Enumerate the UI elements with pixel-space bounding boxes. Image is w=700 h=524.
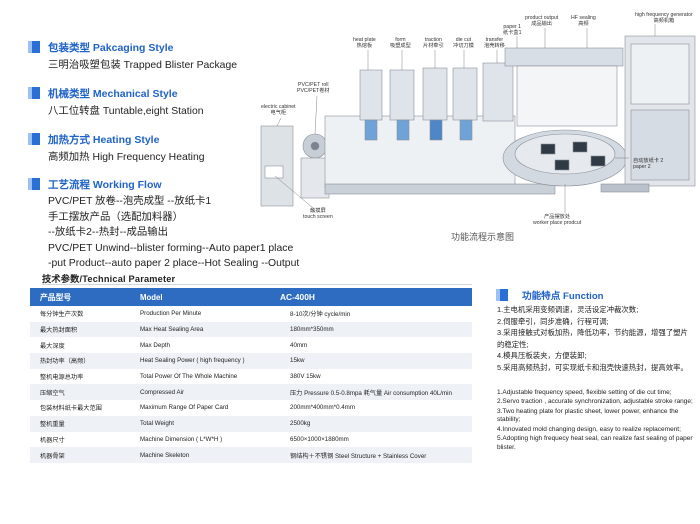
function-item-cn: 4.模具压板装夹，方便装卸;: [497, 351, 587, 361]
label-die-cut: die cut 冲切刀模: [453, 37, 474, 49]
section-line: PVC/PET 放卷--泡壳成型 --放纸卡1: [48, 196, 212, 207]
table-row: 包装材料纸卡最大范围 Maximum Range Of Paper Card 2…: [30, 400, 472, 416]
param-value: 6500×1000×1880mm: [290, 435, 349, 443]
section-line: --放纸卡2--热封--成品输出: [48, 227, 169, 238]
table-row: 压缩空气 Compressed Air 压力 Pressure 0.5-0.8m…: [30, 384, 472, 401]
label-transfer: transfer 泡壳转移: [484, 37, 505, 49]
param-en: Machine Skeleton: [130, 447, 280, 463]
function-item-cn: 5.采用高频热封，可实现纸卡和泡壳快速热封，提高效率。: [497, 362, 688, 372]
table-row: 每分钟生产次数 Production Per Minute 8-10次/分钟 c…: [30, 306, 472, 322]
function-list-cn: 1.主电机采用变频调速，灵活设定冲裁次数; 2.伺服牵引，同步准确，行程可调; …: [497, 304, 693, 374]
section-title: 工艺流程 Working Flow: [48, 178, 162, 191]
section-line: 八工位转盘 Tuntable,eight Station: [48, 106, 204, 117]
param-value: 380V 15kw: [290, 373, 321, 381]
header-cell: 产品型号: [30, 288, 130, 306]
param-value: 200mm*400mm*0.4mm: [290, 404, 355, 412]
label-form: form 吸塑成型: [390, 37, 411, 49]
param-en: Production Per Minute: [140, 310, 202, 318]
function-item-cn: 2.伺服牵引，同步准确，行程可调;: [497, 316, 609, 326]
param-en: Machine Dimension ( L*W*H ): [140, 435, 223, 443]
section-bar-icon: [28, 87, 40, 99]
section-title: 包装类型 Pakcaging Style: [48, 41, 174, 54]
param-en: Total Weight: [130, 415, 280, 432]
label-worker-place: 产品摆放处 worker place prodcut: [533, 214, 582, 226]
function-item-en: 5.Adopting high frequecy heat seal, can …: [497, 434, 693, 451]
parameter-table: 产品型号 Model AC-400H 每分钟生产次数 Production Pe…: [30, 288, 472, 463]
function-item-en: 1.Adjustable frequency speed, flexible s…: [497, 389, 672, 396]
param-cn: 最大深度: [40, 342, 65, 350]
label-electric-cabinet: electric cabinet 电气柜: [261, 104, 296, 116]
param-value: 钢结构＋不锈钢 Steel Structure + Stainless Cove…: [280, 447, 472, 463]
param-cn: 热封功率（高频）: [30, 353, 130, 369]
function-item-cn: 3.采用接触式对板加热，降低功率，节约能源，增强了塑片的稳定性;: [497, 328, 688, 349]
table-row: 机器骨架 Machine Skeleton 钢结构＋不锈钢 Steel Stru…: [30, 447, 472, 463]
section-bar-icon: [28, 133, 40, 145]
label-paper1: paper 1 纸卡盒1: [503, 24, 522, 36]
section-line: 高频加热 High Frequency Heating: [48, 152, 205, 163]
function-item-en: 4.Innovated mold changing design, easy t…: [497, 425, 681, 433]
packaging-section: 包装类型 Pakcaging Style 三明治吸塑包装 Trapped Bli…: [28, 40, 318, 74]
section-title: 加热方式 Heating Style: [48, 133, 160, 146]
param-cn: 机器尺寸: [40, 436, 65, 444]
table-row: 热封功率（高频） Heat Sealing Power ( high frequ…: [30, 353, 472, 369]
function-item-en: 3.Two heating plate for plastic sheet, l…: [497, 407, 679, 424]
param-value: 压力 Pressure 0.5-0.8mpa 耗气量 Air consumpti…: [280, 384, 472, 401]
param-value: 15kw: [280, 353, 472, 369]
workflow-section: 工艺流程 Working Flow PVC/PET 放卷--泡壳成型 --放纸卡…: [28, 177, 318, 272]
param-cn: 最大热封面积: [30, 321, 130, 338]
section-line: -put Product--auto paper 2 place--Hot Se…: [48, 258, 300, 269]
param-value: 180mm*350mm: [280, 321, 472, 338]
header-cell: Model: [130, 288, 280, 306]
param-cn: 机器骨架: [30, 447, 130, 463]
label-paper2: 自动放纸卡 2 paper 2: [633, 158, 664, 170]
label-pvc-roll: PVC/PET roll PVC/PET卷材: [297, 82, 330, 94]
label-heat-plate: heat plate 热熔板: [353, 37, 376, 49]
section-bar-icon: [496, 289, 508, 301]
diagram-caption: 功能流程示意图: [451, 232, 515, 242]
param-value: 40mm: [290, 341, 308, 349]
section-line: 手工摆放产品（选配加料器）: [48, 211, 184, 223]
table-row: 机器尺寸 Machine Dimension ( L*W*H ) 6500×10…: [30, 432, 472, 448]
param-en: Max Depth: [140, 341, 170, 349]
param-en: Maximum Range Of Paper Card: [140, 404, 229, 412]
machine-diagram: heat plate 热熔板 form 吸塑成型 traction 片材牵引 d…: [255, 8, 700, 230]
heating-section: 加热方式 Heating Style 高频加热 High Frequency H…: [28, 132, 318, 166]
header-cell: AC-400H: [280, 288, 472, 306]
function-list-en: 1.Adjustable frequency speed, flexible s…: [497, 389, 697, 453]
label-hf-generator: high frequency generator 高频机箱: [635, 12, 693, 24]
section-title: 机械类型 Mechanical Style: [48, 87, 178, 100]
function-item-en: 2.Servo traction , accurate synchronizat…: [497, 398, 693, 406]
param-en: Heat Sealing Power ( high frequency ): [130, 353, 280, 369]
table-header-row: 产品型号 Model AC-400H: [30, 288, 472, 306]
label-product-output: product output 成品输出: [525, 15, 559, 27]
label-touch-screen: 触摸屏 touch screen: [303, 208, 333, 220]
param-value: 2500kg: [280, 415, 472, 432]
function-header: 功能特点 Function: [496, 288, 604, 302]
param-en: Max Heat Sealing Area: [130, 321, 280, 338]
param-cn: 压缩空气: [30, 384, 130, 401]
param-value: 8-10次/分钟 cycle/min: [290, 311, 351, 319]
section-bar-icon: [28, 178, 40, 190]
function-title: 功能特点 Function: [522, 291, 604, 302]
function-item-cn: 1.主电机采用变频调速，灵活设定冲裁次数;: [497, 305, 639, 314]
table-row: 整机电源总功率 Total Power Of The Whole Machine…: [30, 369, 472, 385]
param-cn: 包装材料纸卡最大范围: [40, 405, 102, 413]
section-line: PVC/PET Unwind--blister forming--Auto pa…: [48, 242, 294, 254]
param-en: Total Power Of The Whole Machine: [140, 373, 238, 381]
table-row: 整机重量 Total Weight 2500kg: [30, 415, 472, 432]
mechanical-section: 机械类型 Mechanical Style 八工位转盘 Tuntable,eig…: [28, 86, 318, 120]
label-hf-sealing: HF sealing 高频: [571, 15, 596, 27]
section-bar-icon: [28, 41, 40, 53]
section-line: 三明治吸塑包装 Trapped Blister Package: [48, 60, 238, 71]
table-row: 最大热封面积 Max Heat Sealing Area 180mm*350mm: [30, 321, 472, 338]
table-title-rule: [42, 284, 472, 285]
machine-drawing: [260, 24, 696, 213]
param-cn: 整机重量: [30, 415, 130, 432]
param-cn: 每分钟生产次数: [40, 311, 84, 319]
table-title: 技术参数/Technical Parameter: [42, 274, 176, 284]
param-en: Compressed Air: [130, 384, 280, 401]
param-cn: 整机电源总功率: [40, 374, 84, 382]
label-traction: traction 片材牵引: [423, 37, 444, 49]
table-row: 最大深度 Max Depth 40mm: [30, 337, 472, 353]
